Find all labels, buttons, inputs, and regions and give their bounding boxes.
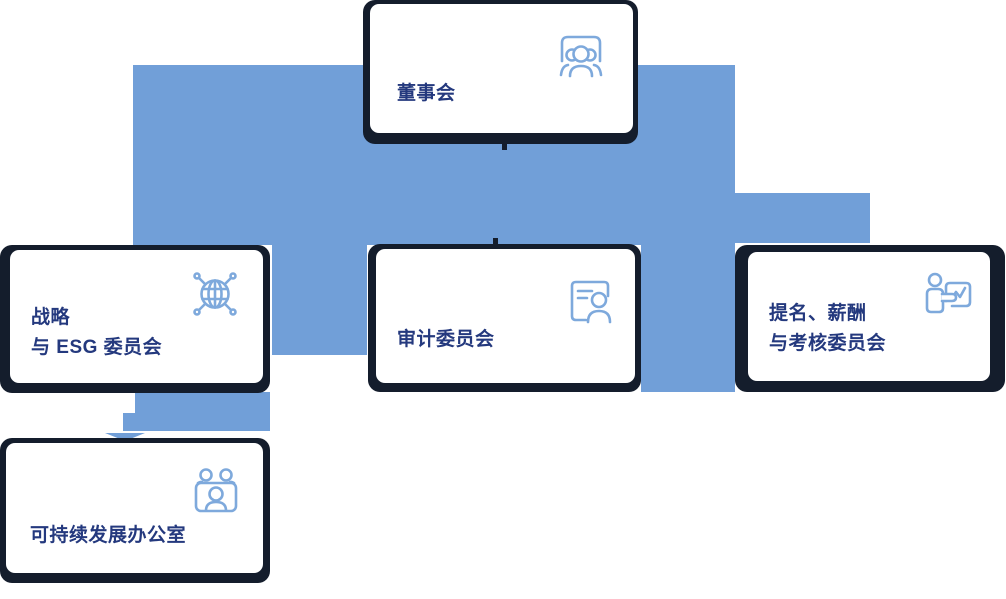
label-line: 可持续发展办公室 [30, 525, 187, 546]
org-card-sustainability-office: 可持续发展办公室 [6, 443, 263, 573]
org-card-board: 董事会 [370, 4, 633, 133]
stub-audit-top [493, 238, 498, 246]
team-meeting-icon [191, 465, 243, 517]
label-line: 战略 [31, 307, 71, 328]
presenter-chart-icon [922, 270, 974, 322]
connector-right-band [735, 193, 870, 243]
org-node-label: 战略 与 ESG 委员会 [31, 303, 162, 363]
org-node-label: 可持续发展办公室 [30, 521, 186, 551]
org-node-label: 审计委员会 [397, 325, 495, 355]
org-node-sustainability-office: 可持续发展办公室 [0, 438, 270, 583]
org-node-audit: 审计委员会 [368, 244, 641, 392]
connector-column-left-middle [272, 245, 367, 355]
connector-column-middle-right [641, 245, 735, 392]
label-line: 与 ESG 委员会 [31, 337, 163, 358]
audit-card-icon [565, 275, 617, 327]
org-node-label: 董事会 [397, 79, 456, 109]
org-card-audit: 审计委员会 [376, 249, 635, 383]
board-meeting-icon [555, 30, 607, 82]
connector-drop-lower [123, 413, 270, 431]
arrow-down-icon [105, 433, 145, 441]
org-card-strategy-esg: 战略 与 ESG 委员会 [10, 250, 263, 383]
label-line: 与考核委员会 [769, 333, 887, 354]
connector-drop-upper [135, 392, 270, 413]
label-line: 董事会 [397, 83, 456, 104]
label-line: 提名、薪酬 [769, 303, 867, 324]
network-globe-icon [189, 268, 241, 320]
org-node-board: 董事会 [363, 0, 638, 144]
label-line: 审计委员会 [397, 329, 495, 350]
org-node-label: 提名、薪酬 与考核委员会 [769, 299, 886, 359]
org-card-nomination: 提名、薪酬 与考核委员会 [748, 252, 990, 381]
org-node-nomination: 提名、薪酬 与考核委员会 [735, 245, 1005, 392]
org-node-strategy-esg: 战略 与 ESG 委员会 [0, 245, 270, 393]
